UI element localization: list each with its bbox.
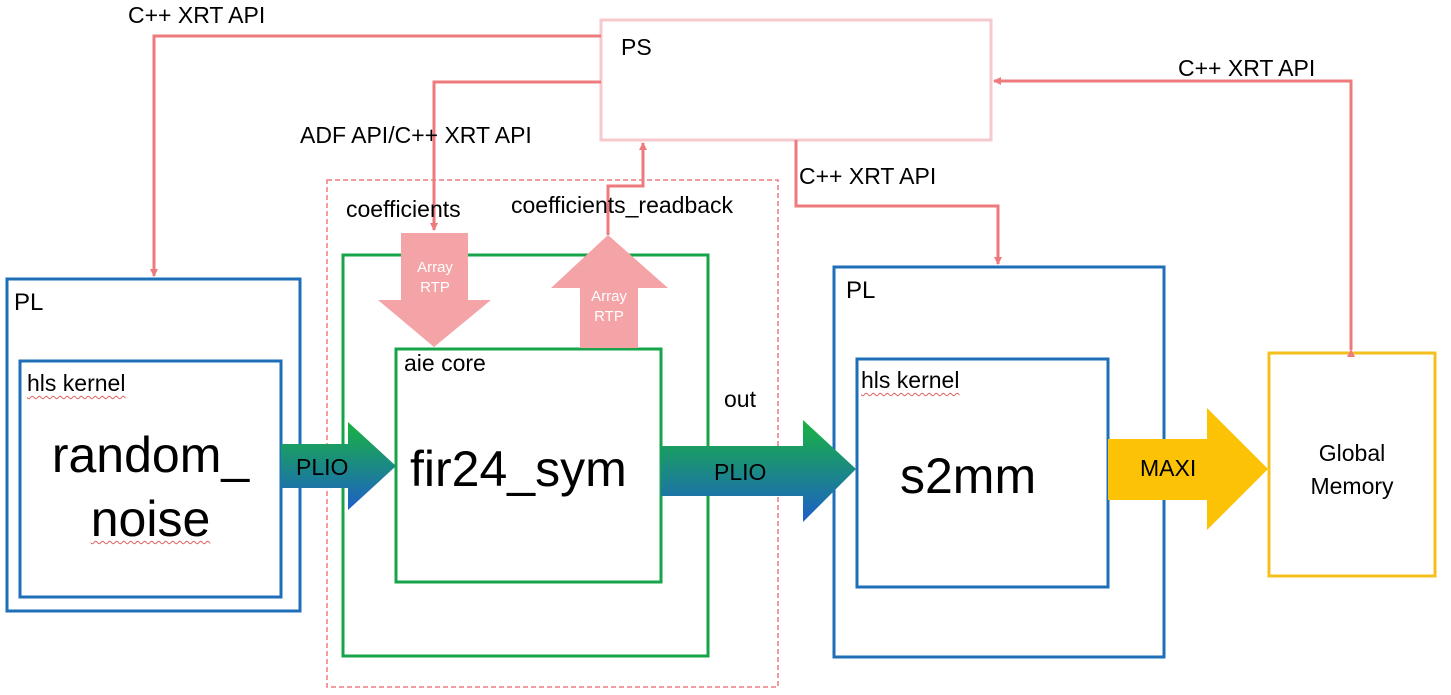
rtp-up-arrow [551,235,668,348]
hls-kernel-right-label: hls kernel [861,369,959,392]
aie-core-label: aie core [404,350,486,376]
global-memory-label: Global Memory [1269,437,1435,503]
ps-to-coefficients-connector [430,80,601,231]
rtp-left-line2: RTP [420,279,450,297]
coefficients-label: coefficients [346,196,461,222]
random-noise-line1: random_ [51,427,250,483]
api-label-right: C++ XRT API [1178,55,1316,81]
ps-to-s2mm-connector [794,140,1002,265]
rtp-left-line1: Array [417,259,453,276]
coefficients-readback-label: coefficients_readback [511,192,734,218]
hls-kernel-left-label: hls kernel [27,372,125,395]
pl-right-label: PL [846,277,876,304]
rtp-left-label: Array RTP [405,258,465,299]
ps-box [599,18,993,142]
random-noise-label: random_ noise [20,423,281,551]
fir-label: fir24_sym [410,441,627,497]
random-noise-line2-text: noise [90,491,211,547]
api-label-adf: ADF API/C++ XRT API [300,122,532,148]
global-memory-line2: Memory [1310,473,1394,499]
readback-to-ps-connector [606,142,647,235]
plio-right-arrow [661,420,856,522]
hls-kernel-left-text: hls kernel [27,370,126,396]
rtp-down-arrow [378,233,491,347]
ps-label: PS [621,34,652,60]
maxi-label: MAXI [1140,455,1197,481]
s2mm-label: s2mm [900,448,1037,504]
maxi-arrow [1108,408,1268,530]
rtp-right-label: Array RTP [580,287,638,328]
random-noise-line2: noise [20,487,281,551]
out-label: out [724,386,756,412]
plio-left-label: PLIO [296,454,349,480]
pl-left-label: PL [14,289,44,316]
ps-to-random-noise-connector [150,34,601,277]
rtp-right-line1: Array [591,288,627,305]
plio-right-label: PLIO [714,459,767,485]
global-memory-line1: Global [1318,440,1386,466]
aie-region-dashed [326,179,779,688]
rtp-right-line2: RTP [594,308,624,326]
hls-kernel-right-text: hls kernel [861,367,960,393]
memory-to-ps-connector [993,77,1355,357]
plio-left-arrow [281,422,396,510]
api-label-top-left: C++ XRT API [128,2,266,28]
api-label-s2mm: C++ XRT API [799,163,937,189]
